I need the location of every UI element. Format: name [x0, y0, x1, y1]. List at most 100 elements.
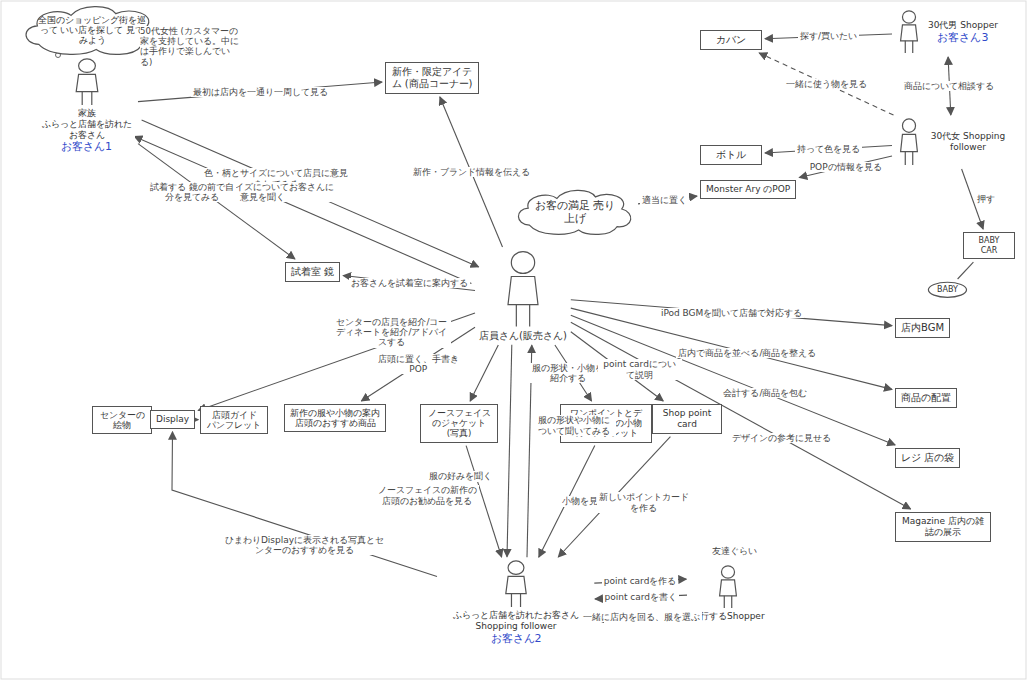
connector	[470, 345, 498, 401]
process-box: ボトル	[700, 145, 762, 165]
edge-label: 一緒に店内を回る、服を選ぶ	[581, 612, 702, 622]
node-text: BABY CAR	[969, 236, 1009, 255]
node-text: お客さん2	[490, 632, 543, 645]
connector	[343, 276, 475, 291]
edge-label: ひまわりDisplayに表示される写真とセンターのおすすめを見る	[223, 535, 387, 556]
edge-label: センターの店員を紹介/コーディネートを紹介/アドバイスする	[332, 317, 451, 348]
edge-label: 会計する/商品を包む	[721, 388, 809, 398]
ellipse-node: BABY	[928, 282, 967, 298]
edge-label: point cardについて説明	[598, 359, 682, 380]
connector	[142, 120, 479, 267]
node-text: お客さん1	[60, 140, 113, 153]
edge-label: point cardを作る	[602, 576, 679, 586]
process-box: 新作の服や小物の案内 店頭のおすすめ商品	[284, 404, 386, 432]
edge-label: 店頭に置く、手書きPOP	[371, 354, 465, 375]
node-text: 店内BGM	[901, 322, 944, 334]
edge-label: 服の好みを聞く	[427, 471, 494, 481]
edge-label: 持って色を見る	[795, 144, 862, 154]
person-label-group: 30代女 Shopping follower	[927, 131, 1009, 153]
process-box: BABY CAR	[963, 232, 1015, 259]
node-text: レジ 店の袋	[901, 452, 954, 464]
connector	[571, 300, 892, 326]
edge-label: 一緒に使う物を見る	[784, 79, 869, 89]
process-box: Display	[150, 410, 195, 429]
process-box: 店内BGM	[895, 318, 950, 338]
person-node: 店員さん(販売さん)	[478, 250, 568, 342]
edge-label: 店内で商品を並べる/商品を整える	[676, 348, 818, 358]
node-text: Monster Ary のPOP	[706, 184, 790, 195]
connector	[198, 313, 475, 411]
edge-label: 服の形状や小物について聞いてみる	[532, 415, 616, 436]
node-text: お客さん3	[936, 31, 989, 44]
person-node: 30代男 Shopperお客さん3	[895, 10, 999, 54]
process-box: Shop point card	[652, 404, 722, 434]
node-text: 30代男 Shopper	[927, 20, 999, 31]
edge-label: デザインの参考に見せる	[730, 433, 833, 443]
node-text: ふらっと店舗を訪れたお客さん Shopping follower	[440, 610, 592, 632]
connector	[759, 53, 893, 115]
person-figure	[714, 565, 742, 609]
connector	[799, 156, 892, 178]
process-box: レジ 店の袋	[895, 448, 960, 468]
edge-label: 最初は店内を一通り一周して見る	[191, 87, 330, 97]
node-text: 家族	[77, 108, 97, 119]
person-node: ふらっと店舗を訪れたお客さん Shopping followerお客さん2	[440, 560, 592, 645]
edge-label: 適当に置く	[640, 195, 689, 205]
edge-label: POPの情報を見る	[808, 162, 884, 172]
edge-label: お客さんを試着室に案内する	[349, 278, 470, 288]
person-figure	[498, 250, 548, 328]
connector	[197, 419, 198, 420]
edge-label: ノースフェイスの新作の店頭のお勧め品を見る	[375, 485, 479, 506]
node-text: お客の満足 売り上げ	[530, 199, 620, 225]
person-node: 30代女 Shopping follower	[895, 118, 1009, 166]
person-figure	[69, 58, 105, 106]
process-box: Magazine 店内の雑誌の展示	[895, 512, 991, 542]
process-box: 店頭ガイド パンフレット	[200, 406, 268, 434]
node-text: Magazine 店内の雑誌の展示	[901, 516, 985, 538]
edge-label: iPod BGMを聞いて店舗で対応する	[659, 308, 804, 318]
node-text: 新作の服や小物の案内 店頭のおすすめ商品	[290, 408, 380, 428]
person-figure	[895, 118, 923, 166]
node-text: 新作・限定アイテム (商品コーナー)	[391, 66, 473, 90]
node-text: BABY	[937, 285, 958, 295]
edge-label: point cardを書く	[603, 592, 680, 602]
process-box: ノースフェイスのジャケット(写真)	[420, 404, 498, 443]
node-text: 商品の配置	[901, 392, 951, 404]
node-text: カバン	[716, 34, 746, 46]
node-text: ノースフェイスのジャケット(写真)	[426, 408, 492, 439]
person-figure	[895, 10, 923, 54]
person-label-group: 店員さん(販売さん)	[478, 330, 568, 342]
node-text: 全国のショッピング街を巡って いい店を探して 見てみよう	[37, 15, 147, 46]
person-figure	[499, 560, 533, 608]
node-text: 店員さん(販売さん)	[478, 330, 568, 342]
node-text: 試着室 鏡	[291, 266, 334, 278]
node-text: 店頭ガイド パンフレット	[206, 410, 262, 430]
person-label-group: 家族ふらっと店舗を訪れたお客さんお客さん1	[38, 108, 135, 154]
process-box: Monster Ary のPOP	[700, 180, 796, 199]
process-box: センターの絵物	[92, 406, 152, 434]
connector	[958, 262, 974, 279]
note-text: 友達ぐらい	[712, 546, 757, 556]
person-label-group: ふらっと店舗を訪れたお客さん Shopping followerお客さん2	[440, 610, 592, 645]
connector	[507, 345, 512, 557]
edge-label: 商品について相談する	[902, 81, 996, 91]
note-text: 50代女性 (カスタマーの家を支持している。中には手作りで楽しんでいる)	[140, 26, 240, 67]
process-box: カバン	[700, 30, 762, 50]
person-node: 家族ふらっと店舗を訪れたお客さんお客さん1	[38, 58, 135, 154]
edge-label: 新しいポイントカードを作る	[597, 492, 691, 513]
process-box: 試着室 鏡	[285, 262, 340, 282]
node-text: ふらっと店舗を訪れたお客さん	[38, 119, 135, 141]
node-text: センターの絵物	[98, 410, 146, 430]
node-text: ボトル	[716, 149, 746, 161]
edge-label: 試着する 鏡の前で自分を見てみる	[147, 182, 236, 203]
person-label-group: 30代男 Shopperお客さん3	[927, 20, 999, 44]
edge-label: 探す/買いたい	[798, 31, 859, 41]
node-text: 30代女 Shopping follower	[927, 131, 1009, 153]
connector	[134, 137, 471, 284]
node-text: Shop point card	[658, 408, 716, 430]
process-box: 新作・限定アイテム (商品コーナー)	[385, 62, 479, 94]
cloud-node: お客の満足 売り上げ	[515, 188, 635, 236]
edge-label: 新作・ブランド情報を伝える	[411, 167, 532, 177]
